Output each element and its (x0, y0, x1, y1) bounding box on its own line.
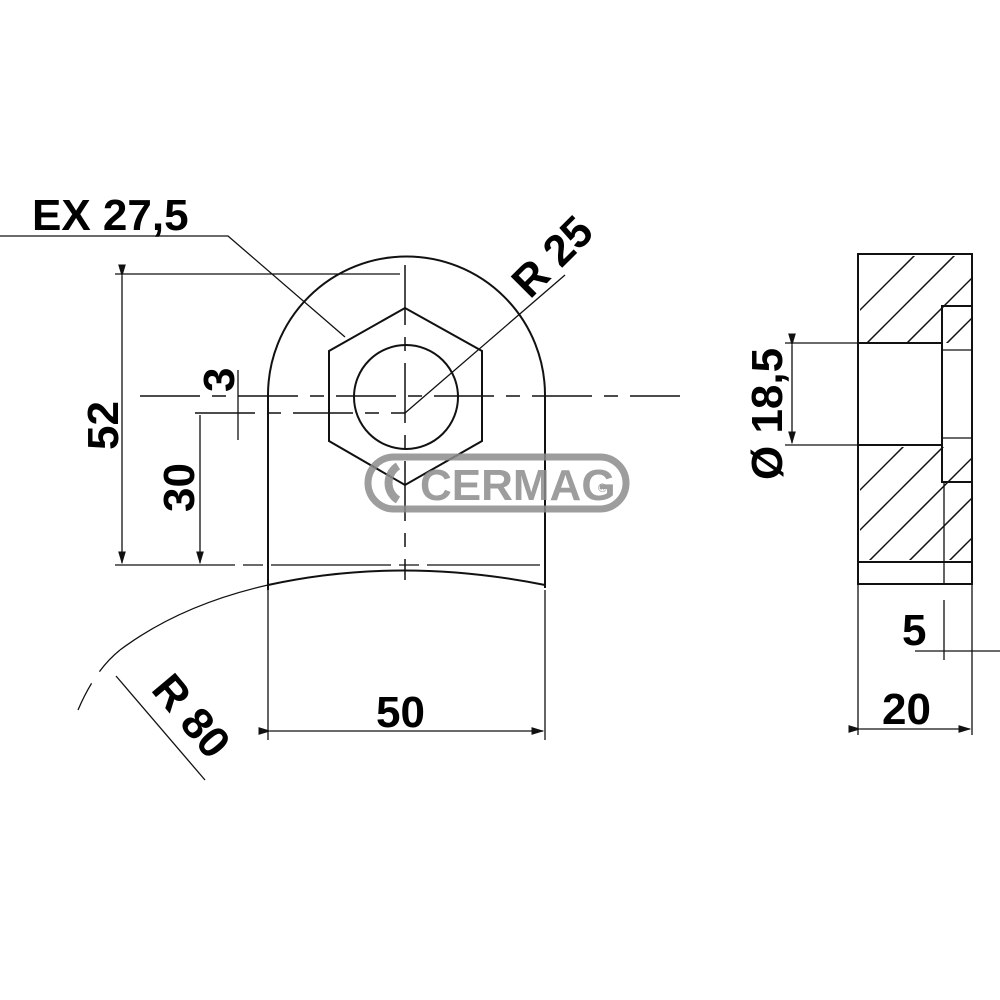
body-outline (267, 255, 546, 590)
svg-text:®: ® (598, 481, 607, 495)
section-outline (857, 253, 973, 585)
offset-3-label: 3 (195, 368, 244, 392)
bottom-arc (267, 569, 546, 586)
wheat-icon (384, 462, 401, 504)
hatch-top (860, 256, 972, 343)
hatch-bottom (860, 447, 972, 560)
thickness-label: 20 (882, 685, 931, 734)
radius-bottom-label: R 80 (142, 665, 239, 768)
bore-diameter-label: Ø 18,5 (743, 348, 792, 480)
cermag-logo: CERMAG ® (364, 453, 630, 513)
recess-depth-label: 5 (902, 606, 926, 655)
width-50-label: 50 (376, 688, 425, 737)
svg-text:CERMAG: CERMAG (420, 461, 616, 510)
recess (941, 305, 973, 483)
height-30-label: 30 (155, 463, 204, 512)
height-52-label: 52 (79, 401, 128, 450)
bore-circle (353, 344, 459, 450)
hex-size-label: EX 27,5 (32, 191, 189, 240)
radius-top-label: R 25 (502, 207, 602, 307)
side-section-view: Ø 18,5 5 20 (743, 253, 1000, 735)
